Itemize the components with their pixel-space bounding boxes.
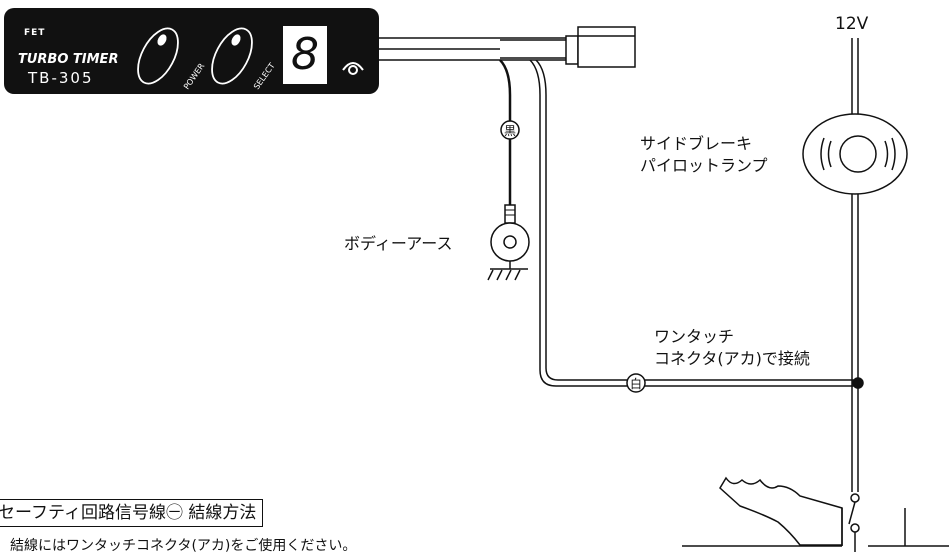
lamp-label: サイドブレーキ パイロットランプ	[640, 133, 768, 177]
model-number: TB-305	[28, 69, 94, 87]
device-buttons	[132, 22, 260, 90]
white-wire-mark: 白	[629, 377, 642, 391]
connector-label-line2: コネクタ(アカ)で接続	[654, 349, 810, 368]
body-earth-label: ボディーアース	[344, 234, 453, 253]
turbo-timer-unit: FET TURBO TIMER TB-305 POWER SELECT 8	[4, 8, 379, 94]
brand-logo: FET	[24, 28, 46, 38]
harness-connector	[565, 26, 636, 68]
section-note: 結線にはワンタッチコネクタ(アカ)をご使用ください。	[10, 538, 357, 554]
eye-icon	[342, 62, 364, 75]
power-button[interactable]	[132, 22, 186, 90]
black-wire-mark: 黒	[503, 124, 516, 138]
segment-display: 8	[283, 26, 327, 84]
model-name: TURBO TIMER	[18, 52, 119, 67]
power-led-icon	[157, 34, 167, 46]
supply-line	[851, 38, 859, 492]
select-button[interactable]	[204, 22, 260, 90]
voltage-label: 12V	[835, 14, 869, 34]
connector-label-line1: ワンタッチ	[654, 327, 735, 346]
pilot-lamp	[802, 113, 908, 195]
brake-switch	[848, 493, 860, 552]
connector-label: ワンタッチ コネクタ(アカ)で接続	[654, 326, 810, 370]
section-title: セーフティ回路信号線㊀ 結線方法	[0, 499, 264, 527]
lamp-label-line1: サイドブレーキ	[640, 134, 753, 153]
lamp-label-line2: パイロットランプ	[640, 156, 768, 175]
select-led-icon	[231, 34, 241, 46]
black-earth-wire	[499, 59, 520, 224]
cable-harness	[379, 37, 568, 61]
body-earth-terminal	[487, 222, 530, 281]
side-brake-lever	[682, 476, 949, 547]
